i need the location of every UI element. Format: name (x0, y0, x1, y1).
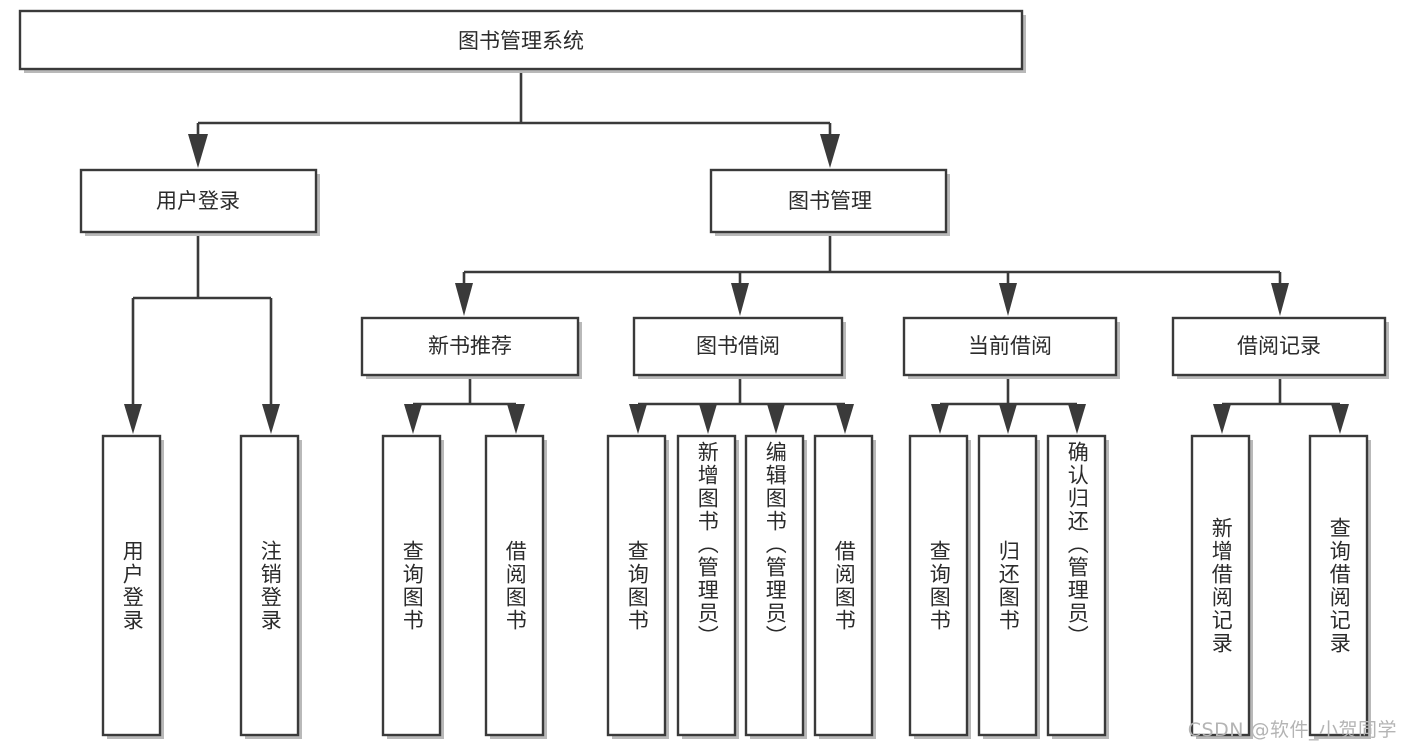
node-borrow-record-label: 借阅记录 (1237, 334, 1321, 358)
node-book-borrow-label: 图书借阅 (696, 334, 780, 358)
arrow-head-leaf-user-login (124, 404, 142, 434)
node-user-login-label: 用户登录 (156, 189, 240, 213)
leaf-box-query-record[interactable] (1308, 434, 1371, 739)
leaf-box-return-book[interactable] (977, 434, 1040, 739)
leaf-box-borrow-book-2[interactable] (813, 434, 876, 739)
node-book-manage[interactable]: 图书管理 (709, 168, 950, 236)
arrow-head-leaf-add-book (699, 404, 717, 434)
leaf-box-query-book-2[interactable] (606, 434, 669, 739)
arrow-head-leaf-query-record (1331, 404, 1349, 434)
leaf-box-user-login[interactable] (101, 434, 164, 739)
leaf-box-query-book-1[interactable] (381, 434, 444, 739)
node-root[interactable]: 图书管理系统 (18, 9, 1026, 73)
arrow-head-leaf-edit-book (767, 404, 785, 434)
node-root-label: 图书管理系统 (458, 29, 584, 53)
node-book-borrow[interactable]: 图书借阅 (632, 316, 846, 379)
connectors-current-borrow-to-leaves (931, 375, 1086, 434)
arrow-head-leaf-query-book-2 (629, 404, 647, 434)
connectors-new-book-recommend-to-leaves (404, 375, 525, 434)
arrow-head-borrow-record (1271, 283, 1289, 316)
node-user-login[interactable]: 用户登录 (79, 168, 320, 236)
node-book-manage-label: 图书管理 (788, 189, 872, 213)
node-current-borrow[interactable]: 当前借阅 (902, 316, 1120, 379)
connectors-borrow-record-to-leaves (1213, 375, 1349, 434)
node-current-borrow-label: 当前借阅 (968, 334, 1052, 358)
arrow-head-new-book-recommend (455, 283, 473, 316)
arrow-head-leaf-query-book-3 (931, 404, 949, 434)
connectors-book-manage-to-level3 (455, 232, 1289, 316)
leaf-box-add-record[interactable] (1190, 434, 1253, 739)
connectors-book-borrow-to-leaves (629, 375, 854, 434)
arrow-head-book-manage (820, 134, 840, 168)
node-borrow-record[interactable]: 借阅记录 (1171, 316, 1389, 379)
watermark-text: CSDN @软件_小贺同学 (1187, 719, 1397, 741)
arrow-head-book-borrow (731, 283, 749, 316)
leaf-box-edit-book[interactable] (744, 434, 807, 739)
connectors-user-login-to-leaves (124, 232, 280, 434)
connectors-root-to-level2 (188, 69, 840, 168)
arrow-head-leaf-borrow-book-1 (507, 404, 525, 434)
node-new-book-recommend[interactable]: 新书推荐 (360, 316, 582, 379)
arrow-head-current-borrow (999, 283, 1017, 316)
arrow-head-user-login (188, 134, 208, 168)
arrow-head-leaf-borrow-book-2 (836, 404, 854, 434)
arrow-head-leaf-return-book (999, 404, 1017, 434)
leaf-box-user-logout[interactable] (239, 434, 302, 739)
leaf-box-confirm-return[interactable] (1046, 434, 1109, 739)
leaf-box-add-book[interactable] (676, 434, 739, 739)
node-new-book-recommend-label: 新书推荐 (428, 334, 512, 358)
arrow-head-leaf-user-logout (262, 404, 280, 434)
leaf-box-query-book-3[interactable] (908, 434, 971, 739)
arrow-head-leaf-confirm-return (1068, 404, 1086, 434)
arrow-head-leaf-query-book-1 (404, 404, 422, 434)
leaf-box-borrow-book-1[interactable] (484, 434, 547, 739)
arrow-head-leaf-add-record (1213, 404, 1231, 434)
